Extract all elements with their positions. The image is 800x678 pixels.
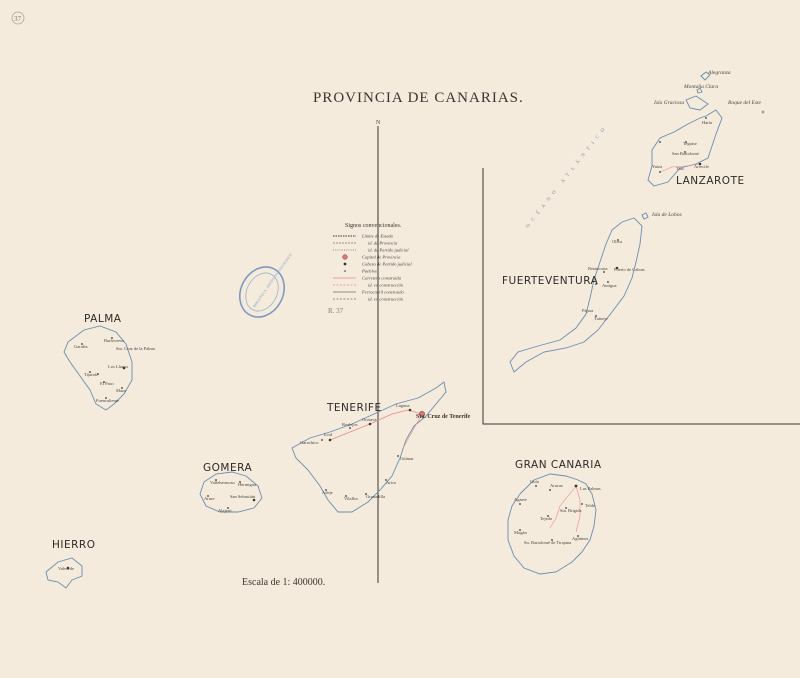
north-marker: N (376, 120, 381, 126)
map-title: PROVINCIA DE CANARIAS. (313, 90, 524, 106)
capital-santa-cruz: Sta. Cruz de Tenerife (416, 414, 471, 420)
town-pajara: Pájara (582, 308, 593, 313)
town-guimar: Güímar (400, 456, 414, 461)
town-santa-cruz-palma: Sta. Cruz de la Palma (116, 346, 155, 351)
inset-frame (482, 168, 800, 425)
stamp-text: BIBLIOTECA · INSTITUTO GEOGRÁFICO (251, 252, 293, 309)
town-arico: Arico (386, 480, 397, 485)
town-yaiza: Yaiza (652, 164, 662, 169)
legend-item-0: Límite de Estado (361, 234, 394, 239)
town-garachico: Garachico (300, 440, 319, 445)
island-label-hierro: HIERRO (52, 539, 95, 551)
town-san-bartolome-tirajana: Sn. Bartolomé de Tirajana (524, 540, 571, 545)
town-realejos: Realejos (342, 422, 358, 427)
town-laguna: Laguna (396, 403, 410, 408)
town-hermigua: Hermigua (238, 482, 256, 487)
legend-item-9: id. en construcción (368, 297, 404, 302)
town-san-bartolome: San Bartolomé (672, 151, 699, 156)
legend-item-7: id. en construcción (368, 283, 404, 288)
town-fuencaliente: Fuencaliente (96, 398, 119, 403)
legend-item-5: Pueblos (361, 269, 377, 274)
island-gomera: Vallehermoso Hermigua San Sebastián Alaj… (199, 462, 263, 513)
town-puerto-de-cabras: Puerto de Cabras (614, 267, 645, 272)
town-tuineje: Tuineje (594, 316, 608, 321)
legend-item-4: Cabeza de Partido judicial (362, 262, 412, 267)
town-icod: Icod (324, 432, 333, 437)
town-valverde: Valverde (58, 566, 74, 571)
town-garafia: Garafía (74, 344, 88, 349)
town-san-sebastian: San Sebastián (230, 494, 256, 499)
town-adeje: Adeje (322, 490, 333, 495)
legend-item-8: Ferrocarril construido (361, 290, 405, 295)
islet-montana-clara: Montaña Clara (683, 84, 718, 90)
town-agaete: Agaete (514, 497, 527, 502)
town-vilaflor: Vilaflor (344, 496, 358, 501)
island-lanzarote: Haría Teguise San Bartolomé Arrecife Yai… (647, 109, 745, 187)
town-tijarafe: Tijarafe (84, 372, 98, 377)
islet-graciosa: Isla Graciosa (653, 100, 684, 106)
island-hierro: Valverde HIERRO (45, 539, 95, 589)
town-los-llanos: Los Llanos (108, 364, 128, 369)
legend: Signos convencionales. Límite de Estado … (333, 223, 412, 302)
town-guia: Guía (530, 479, 539, 484)
island-tenerife: Sta. Cruz de Tenerife Laguna Orotava Ico… (291, 381, 471, 513)
islet-roque-del-este: Roque del Este (727, 100, 762, 106)
northern-islets: Alegranza Montaña Clara Isla Graciosa Ro… (653, 70, 765, 114)
corner-circle (11, 11, 25, 25)
town-arrecife: Arrecife (694, 164, 709, 169)
island-gran-canaria: Las Palmas Telde Guía Arucas Agaete Teje… (507, 459, 602, 575)
town-tias: Tías (676, 166, 684, 171)
legend-title: Signos convencionales. (345, 223, 402, 229)
island-fuerteventura: Isla de Lobos Oliva Puerto de Cabras Ant… (502, 212, 682, 373)
town-antigua: Antigua (602, 283, 617, 288)
town-aguimes: Agüimes (572, 536, 588, 541)
island-label-tenerife: TENERIFE (326, 402, 382, 414)
town-el-paso: El Paso (100, 381, 114, 386)
islet-lobos: Isla de Lobos (651, 212, 682, 218)
legend-item-6: Carretera construida (362, 276, 402, 281)
island-label-gran-canaria: GRAN CANARIA (515, 459, 602, 471)
island-label-lanzarote: LANZAROTE (676, 175, 745, 187)
legend-item-2: id. de Partido judicial (368, 248, 409, 253)
town-tejeda: Tejeda (540, 516, 552, 521)
town-mazo: Mazo (116, 388, 127, 393)
town-arure: Arure (204, 496, 215, 501)
corner-mark: 37 (14, 15, 22, 23)
town-teguise: Teguise (683, 141, 697, 146)
town-vallehermoso: Vallehermoso (210, 480, 235, 485)
town-granadilla: Granadilla (366, 494, 385, 499)
ocean-label-text: OCÉANO ATLÁNTICO (525, 123, 610, 229)
town-arucas: Arucas (550, 483, 563, 488)
town-mogan: Mogán (514, 530, 527, 535)
town-alajero: Alajeró (218, 508, 232, 513)
ocean-label: OCÉANO ATLÁNTICO (525, 123, 610, 229)
town-haria: Haría (702, 120, 712, 125)
town-santa-brigida: Sta. Brígida (560, 508, 582, 513)
town-betancuria: Betancuria (588, 266, 608, 271)
legend-item-1: id. de Provincia (368, 241, 398, 246)
island-label-palma: PALMA (84, 313, 122, 325)
town-telde: Telde (585, 503, 595, 508)
town-oliva: Oliva (612, 239, 622, 244)
island-label-gomera: GOMERA (203, 462, 252, 474)
scale-label: Escala de 1: 400000. (242, 577, 325, 588)
island-palma: Barlovento Sta. Cruz de la Palma Garafía… (63, 313, 155, 411)
islet-alegranza: Alegranza (707, 70, 731, 76)
island-label-fuerteventura: FUERTEVENTURA (502, 275, 599, 287)
town-las-palmas: Las Palmas (580, 486, 601, 491)
inventory-mark: R. 37 (328, 307, 344, 315)
legend-item-3: Capital de Provincia (362, 255, 401, 260)
town-barlovento: Barlovento (104, 338, 125, 343)
town-orotava: Orotava (362, 417, 377, 422)
library-stamp: BIBLIOTECA · INSTITUTO GEOGRÁFICO (239, 252, 293, 318)
